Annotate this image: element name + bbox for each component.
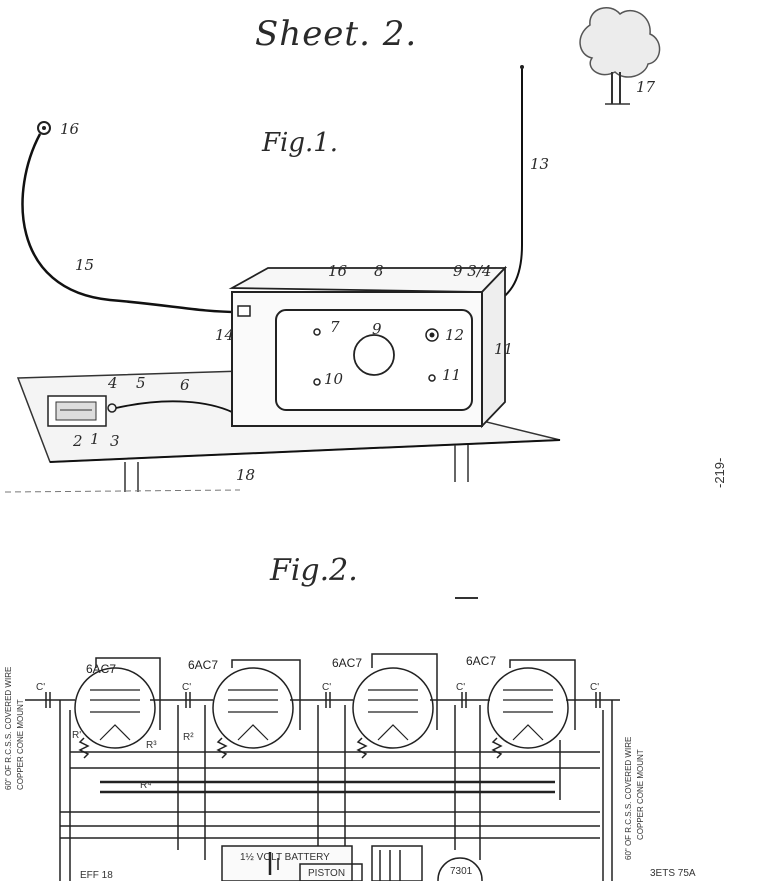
label-17: 17 [636,78,656,96]
sheet-title: Sheet. 2. [255,14,418,54]
circuit-diagram [25,653,620,881]
label-16a: 16 [60,120,80,138]
label-12: 12 [445,326,465,344]
detector-device [47,395,117,427]
tube-label-2: 6AC7 [188,658,219,672]
label-13: 13 [530,155,550,173]
label-3: 3 [110,432,120,450]
fig1-title: Fig.1. [262,128,339,158]
label-15: 15 [75,256,95,274]
bottom-left-label: EFF 18 [80,870,113,881]
tube-label-3: 6AC7 [332,656,363,670]
label-2: 2 [73,432,83,450]
res-label-r2: R² [183,732,194,743]
page-number: -219- [712,457,727,488]
bottom-mid-label: PISTON [308,868,346,879]
label-5: 5 [136,374,146,392]
cabinet-8 [228,265,508,429]
tree-icon [579,6,661,105]
right-wire-note-2: COPPER CONE MOUNT [636,749,645,840]
antenna-ball [37,121,51,135]
label-9: 9 [372,320,382,338]
label-11a: 11 [442,366,462,384]
fig2-title: Fig.2. [270,553,358,588]
label-14: 14 [215,326,235,344]
cap-label-1: C' [36,682,46,693]
label-16b: 16 [328,262,348,280]
label-1: 1 [90,430,100,448]
label-7: 7 [330,318,340,336]
left-wire-note-2: COPPER CONE MOUNT [16,699,25,790]
label-4: 4 [108,374,118,392]
tube-label-1: 6AC7 [86,662,117,676]
label-6: 6 [180,376,190,394]
bottom-right-label: 3ETS 75A [650,868,696,879]
res-label-r3: R³ [146,740,157,751]
res-label-r1: R' [72,730,82,741]
bottom-tube-label: 7301 [450,866,473,877]
res-label-r4: R⁴ [140,780,152,791]
right-wire-note: 60" OF R.C.S.S. COVERED WIRE [624,736,633,860]
battery-label: 1½ VOLT BATTERY [240,852,330,863]
label-11b: 11 [494,340,514,358]
cap-label-2: C' [182,682,192,693]
cap-label-5: C' [590,682,600,693]
cap-label-3: C' [322,682,332,693]
lead-wire-15 [21,133,239,314]
label-8: 8 [374,262,384,280]
label-10: 10 [324,370,344,388]
left-wire-note: 60" OF R.C.S.S. COVERED WIRE [4,666,13,790]
tube-label-4: 6AC7 [466,654,497,668]
label-18: 18 [236,466,256,484]
cap-label-4: C' [456,682,466,693]
label-9-3-4: 9 3/4 [453,262,492,280]
